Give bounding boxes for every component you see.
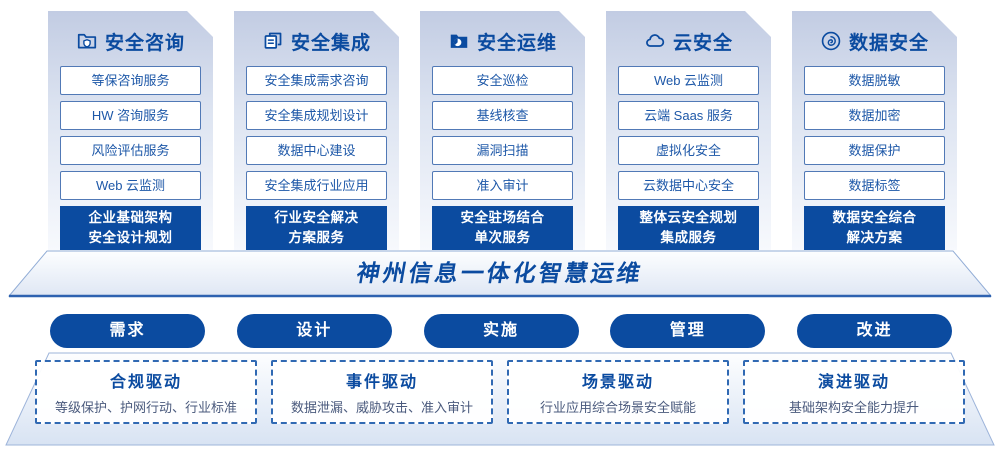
service-item: 安全集成规划设计 bbox=[246, 101, 387, 130]
driver-desc: 行业应用综合场景安全赋能 bbox=[539, 400, 696, 415]
process-pill: 实施 bbox=[423, 314, 579, 348]
service-item: 安全集成行业应用 bbox=[246, 171, 387, 200]
driver-title: 演进驱动 bbox=[817, 374, 890, 391]
card-footer-line: 解决方案 bbox=[846, 230, 903, 245]
service-card: 安全咨询 等保咨询服务 HW 咨询服务风险评估服务 Web 云监测 企业基础架构安全… bbox=[48, 11, 213, 250]
card-header: 安全集成 bbox=[234, 28, 399, 54]
process-pill: 改进 bbox=[797, 314, 952, 348]
card-title: 安全咨询 bbox=[104, 32, 185, 54]
service-item: 准入审计 bbox=[432, 171, 573, 200]
service-item: 漏洞扫描 bbox=[432, 136, 573, 165]
driver-card: 合规驱动等级保护、护网行动、行业标准 bbox=[35, 360, 257, 424]
service-item: 数据中心建设 bbox=[246, 136, 387, 165]
banner-title: 神州信息一体化智慧运维 bbox=[354, 260, 646, 286]
service-item-list: 数据脱敏数据加密数据保护数据标签 bbox=[804, 66, 945, 200]
card-title: 数据安全 bbox=[848, 32, 929, 54]
process-pill: 需求 bbox=[50, 314, 205, 348]
card-header: 云安全 bbox=[606, 28, 771, 54]
service-card: 安全集成 安全集成需求咨询安全集成规划设计数据中心建设安全集成行业应用 行业安全… bbox=[234, 11, 399, 250]
card-footer-line: 单次服务 bbox=[474, 230, 531, 245]
card-footer-line: 安全设计规划 bbox=[88, 230, 173, 245]
driver-row: 合规驱动等级保护、护网行动、行业标准事件驱动数据泄漏、威胁攻击、准入审计场景驱动… bbox=[35, 360, 965, 424]
service-item-list: Web 云监测云端 Saas 服务虚拟化安全云数据中心安全 bbox=[618, 66, 759, 200]
card-header: 数据安全 bbox=[792, 28, 957, 54]
service-item: Web 云监测 bbox=[60, 171, 201, 200]
service-item: Web 云监测 bbox=[618, 66, 759, 95]
card-header: 安全运维 bbox=[420, 28, 585, 54]
card-footer-highlight: 整体云安全规划集成服务 bbox=[618, 206, 759, 250]
driver-card: 事件驱动数据泄漏、威胁攻击、准入审计 bbox=[271, 360, 493, 424]
fingerprint-icon bbox=[820, 30, 842, 52]
card-title: 安全集成 bbox=[290, 32, 371, 54]
cloud-icon bbox=[644, 30, 666, 52]
process-pill-row: 需求设计实施管理改进 bbox=[50, 314, 952, 348]
service-card: 数据安全 数据脱敏数据加密数据保护数据标签 数据安全综合解决方案 bbox=[792, 11, 957, 250]
driver-desc: 数据泄漏、威胁攻击、准入审计 bbox=[290, 400, 473, 415]
service-card: 安全运维 安全巡检基线核查漏洞扫描准入审计 安全驻场结合单次服务 bbox=[420, 11, 585, 250]
card-footer-line: 安全驻场结合 bbox=[460, 210, 545, 226]
process-pill: 管理 bbox=[610, 314, 766, 348]
driver-title: 合规驱动 bbox=[109, 374, 182, 391]
driver-desc: 等级保护、护网行动、行业标准 bbox=[54, 400, 237, 415]
service-item: 数据加密 bbox=[804, 101, 945, 130]
driver-card: 场景驱动行业应用综合场景安全赋能 bbox=[507, 360, 729, 424]
card-footer-line: 集成服务 bbox=[660, 230, 717, 245]
service-item: 基线核查 bbox=[432, 101, 573, 130]
driver-desc: 基础架构安全能力提升 bbox=[788, 400, 919, 415]
card-footer-line: 方案服务 bbox=[288, 230, 345, 245]
service-item: 虚拟化安全 bbox=[618, 136, 759, 165]
service-item: 数据脱敏 bbox=[804, 66, 945, 95]
service-item: 云端 Saas 服务 bbox=[618, 101, 759, 130]
card-title: 安全运维 bbox=[476, 32, 557, 54]
service-item: 数据保护 bbox=[804, 136, 945, 165]
service-item: 安全巡检 bbox=[432, 66, 573, 95]
driver-title: 场景驱动 bbox=[581, 374, 654, 391]
service-item-list: 安全集成需求咨询安全集成规划设计数据中心建设安全集成行业应用 bbox=[246, 66, 387, 200]
service-card: 云安全 Web 云监测云端 Saas 服务虚拟化安全云数据中心安全 整体云安全规… bbox=[606, 11, 771, 250]
folder-clock-icon bbox=[448, 30, 470, 52]
service-item: 风险评估服务 bbox=[60, 136, 201, 165]
service-item-list: 安全巡检基线核查漏洞扫描准入审计 bbox=[432, 66, 573, 200]
service-item: 数据标签 bbox=[804, 171, 945, 200]
card-footer-highlight: 安全驻场结合单次服务 bbox=[432, 206, 573, 250]
card-footer-highlight: 企业基础架构安全设计规划 bbox=[60, 206, 201, 250]
driver-title: 事件驱动 bbox=[345, 374, 418, 391]
card-footer-line: 整体云安全规划 bbox=[639, 210, 738, 226]
folder-shield-icon bbox=[76, 30, 98, 52]
card-footer-highlight: 行业安全解决方案服务 bbox=[246, 206, 387, 250]
service-item: 等保咨询服务 bbox=[60, 66, 201, 95]
card-footer-line: 数据安全综合 bbox=[832, 210, 917, 226]
card-footer-line: 企业基础架构 bbox=[88, 210, 173, 226]
banner-trapezoid bbox=[7, 250, 993, 298]
card-title: 云安全 bbox=[672, 32, 733, 54]
service-item: 安全集成需求咨询 bbox=[246, 66, 387, 95]
process-pill: 设计 bbox=[236, 314, 392, 348]
driver-card: 演进驱动基础架构安全能力提升 bbox=[743, 360, 965, 424]
card-header: 安全咨询 bbox=[48, 28, 213, 54]
card-footer-highlight: 数据安全综合解决方案 bbox=[804, 206, 945, 250]
service-item: 云数据中心安全 bbox=[618, 171, 759, 200]
card-footer-line: 行业安全解决 bbox=[274, 210, 359, 226]
service-item: HW 咨询服务 bbox=[60, 101, 201, 130]
service-item-list: 等保咨询服务 HW 咨询服务风险评估服务 Web 云监测 bbox=[60, 66, 201, 200]
copy-docs-icon bbox=[262, 30, 284, 52]
